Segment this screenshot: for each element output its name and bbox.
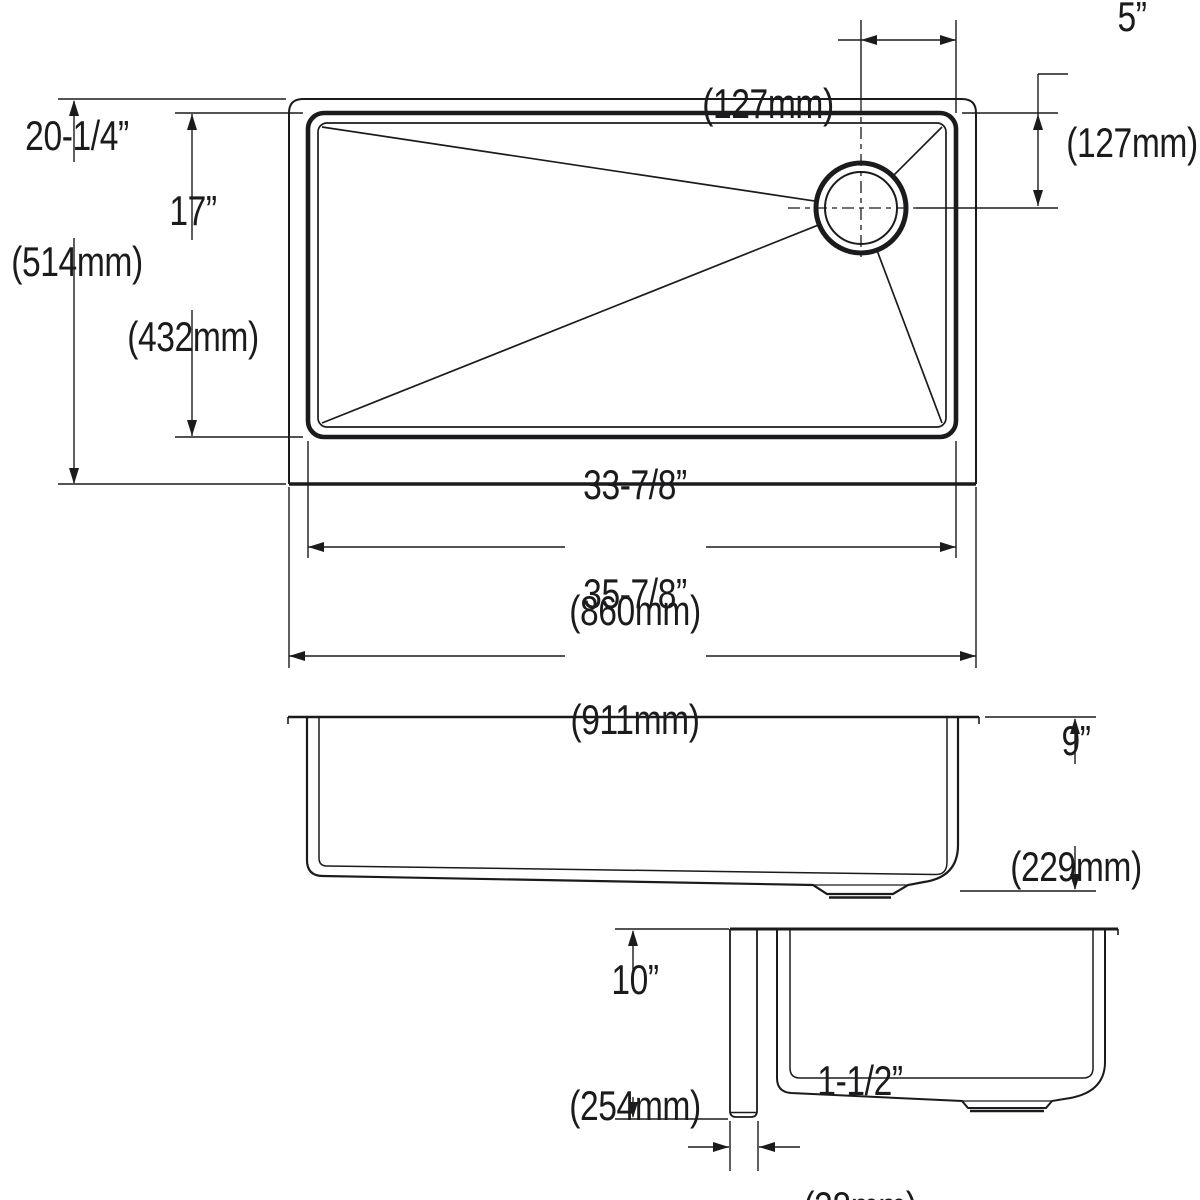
apron-panel [729,929,758,1118]
dim-inches: 10” [611,956,659,1003]
dim-inches: 20-1/4” [25,112,129,159]
arrow-left-icon [861,35,877,45]
dim-label-apron-thickness: 1-1/2” (38mm) [803,976,917,1200]
arrow-up-icon [1033,114,1043,130]
arrow-down-icon [69,468,79,484]
dim-inches: 17” [169,187,217,234]
dim-label-bowl-depth: 9” (229mm) [1010,636,1142,972]
arrow-left-icon [308,542,324,552]
dim-label-drain-offset-right: 5” (127mm) [702,0,834,209]
dim-inches: 9” [1061,717,1091,764]
arrow-right-icon [713,1142,729,1152]
sink-outer-edge [288,98,977,484]
arrow-left-icon [289,651,305,661]
end-view [615,927,1119,1118]
dim-inches: 5” [1117,0,1147,40]
end-view-dimensions [615,930,800,1171]
arrow-up-icon [1070,718,1080,734]
dim-mm: (127mm) [1066,119,1198,166]
dim-mm: (254mm) [569,1082,701,1129]
bowl-inner-wall [789,929,1094,1079]
bowl-crease-bottom-right [876,249,943,424]
dim-label-bowl-width: 33-7/8” (860mm) [569,380,701,716]
dim-inches: 35-7/8” [583,570,687,617]
arrow-down-icon [628,1102,638,1118]
dim-mm: (432mm) [127,313,259,360]
dim-label-overall-front-to-back: 20-1/4” (514mm) [11,31,143,367]
bowl-outer-wall [776,929,1106,1109]
dim-mm: (229mm) [1010,843,1142,890]
dim-label-bowl-front-to-back: 17” (432mm) [127,106,259,442]
bowl-outer-wall [305,718,960,896]
arrow-down-icon [1070,874,1080,890]
arrow-right-icon [940,35,956,45]
dim-label-apron-height: 10” (254mm) [569,875,701,1200]
bowl-bottom-edge [317,122,947,428]
bowl-crease-bottom-left [321,223,820,424]
dim-mm: (38mm) [803,1186,917,1200]
dim-inches: 33-7/8” [583,461,687,508]
front-view-dimensions [960,716,1096,892]
dim-mm: (860mm) [569,587,701,634]
bowl-crease-top-right [892,126,943,177]
dim-label-overall-width: 35-7/8” (911mm) [570,489,700,825]
arrow-up-icon [628,930,638,946]
arrow-down-icon [1033,190,1043,206]
bowl-inner-wall [318,718,948,876]
dim-label-drain-offset-back: 5” (127mm) [1066,0,1198,248]
top-view-dimensions [58,20,1068,668]
dim-mm: (127mm) [702,80,834,127]
bowl-crease-top-left [321,126,817,203]
front-view [287,715,980,899]
arrow-down-icon [187,420,197,436]
arrow-right-icon [960,651,976,661]
bowl-rim [305,110,959,440]
dim-mm: (911mm) [570,696,700,743]
arrow-left-icon [759,1142,775,1152]
arrow-right-icon [940,542,956,552]
dim-mm: (514mm) [11,238,143,285]
arrow-up-icon [187,114,197,130]
top-view [288,20,1058,486]
arrow-up-icon [69,100,79,116]
dim-inches: 1-1/2” [817,1057,903,1104]
